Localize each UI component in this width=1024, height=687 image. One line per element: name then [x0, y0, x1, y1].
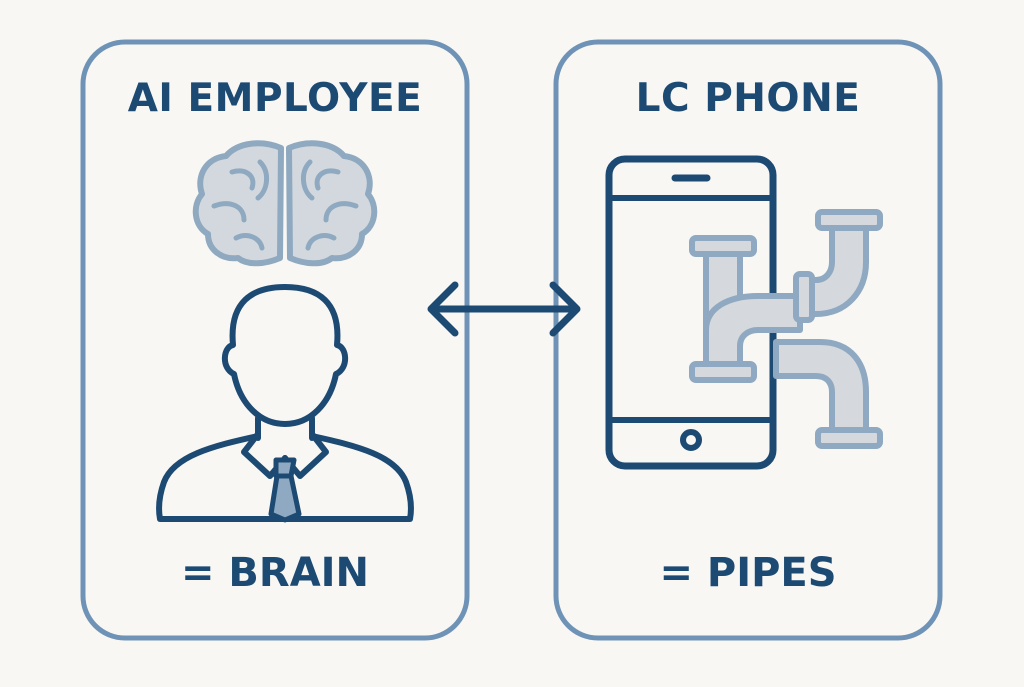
bidirectional-arrow-icon: [427, 281, 581, 337]
brain-icon: [192, 140, 378, 267]
left-panel-caption: = BRAIN: [180, 550, 370, 596]
right-panel: [553, 39, 943, 641]
right-panel-caption: = PIPES: [659, 550, 837, 596]
pipes-icon: [689, 209, 883, 449]
right-panel-title: LC PHONE: [635, 76, 861, 121]
left-panel: [80, 39, 470, 641]
left-panel-title: AI EMPLOYEE: [127, 76, 423, 121]
tie-icon: [268, 457, 302, 523]
